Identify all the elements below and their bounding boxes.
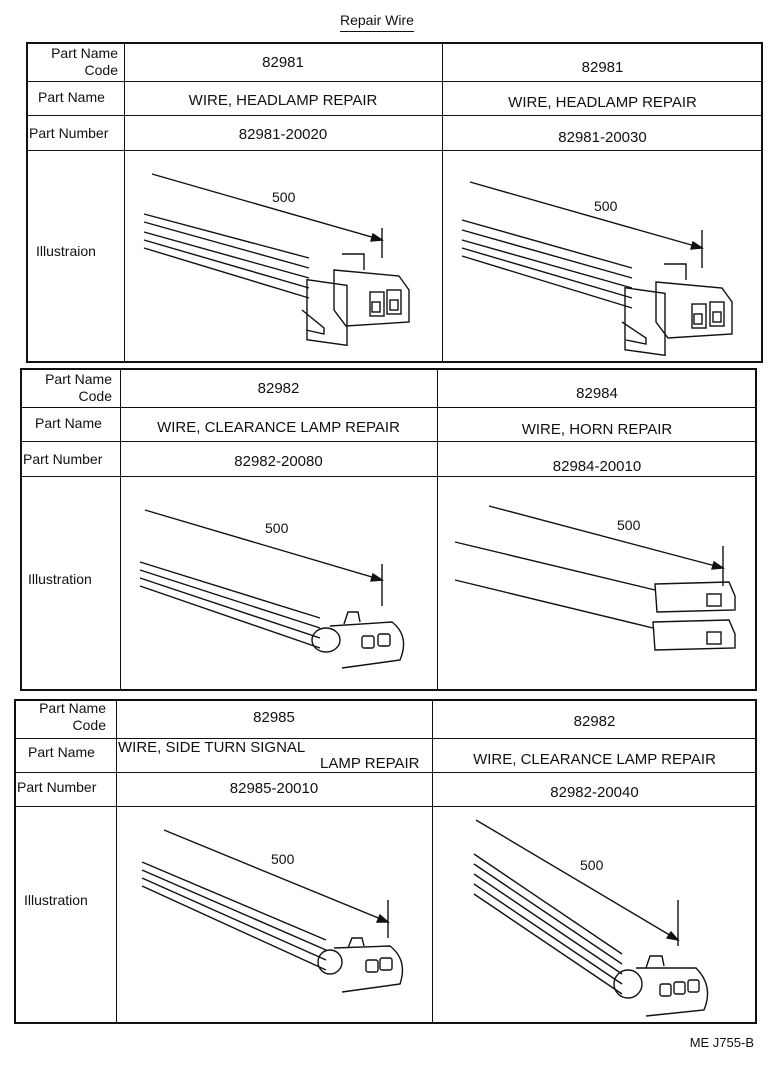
page-title: Repair Wire [340, 12, 414, 32]
part-name-line-2: LAMP REPAIR [320, 755, 420, 772]
label-part-number: Part Number [17, 779, 97, 795]
length-label: 500 [594, 198, 618, 214]
label-part-name-code: Part Name Code [51, 45, 118, 78]
part-name: WIRE, HEADLAMP REPAIR [508, 94, 697, 111]
label-illustration: Illustraion [36, 243, 96, 259]
parts-table-1 [26, 42, 763, 363]
part-name: WIRE, CLEARANCE LAMP REPAIR [473, 751, 716, 768]
part-code: 82981 [581, 59, 624, 76]
label-part-name-code: Part Name Code [39, 700, 106, 733]
label-part-name-code: Part Name Code [45, 371, 112, 404]
part-code: 82982 [257, 380, 300, 397]
length-label: 500 [271, 851, 295, 867]
wire-harness-illustration [139, 509, 405, 669]
label-part-name: Part Name [35, 415, 102, 431]
length-label: 500 [580, 857, 604, 873]
part-code: 82984 [576, 385, 618, 402]
parts-table-2 [20, 368, 757, 691]
wire-harness-illustration [461, 181, 733, 357]
label-part-number: Part Number [29, 125, 109, 141]
part-name: WIRE, HEADLAMP REPAIR [188, 92, 378, 109]
part-number: 82981-20020 [238, 126, 328, 143]
wire-harness-illustration [473, 819, 709, 1017]
document-code: ME J755-B [689, 1035, 754, 1050]
part-number: 82982-20080 [234, 453, 323, 470]
label-part-name: Part Name [38, 89, 105, 105]
parts-table-3 [14, 699, 757, 1024]
label-illustration: Illustration [24, 892, 88, 908]
length-label: 500 [617, 517, 641, 533]
length-label: 500 [265, 520, 289, 536]
part-number: 82985-20010 [229, 780, 319, 797]
part-name: WIRE, CLEARANCE LAMP REPAIR [157, 419, 400, 436]
part-code: 82981 [262, 54, 304, 71]
length-label: 500 [272, 189, 296, 205]
label-part-name: Part Name [28, 744, 95, 760]
part-name: WIRE, HORN REPAIR [521, 421, 673, 438]
part-number: 82984-20010 [552, 458, 642, 475]
part-code: 82985 [253, 709, 295, 726]
wire-harness-illustration [143, 173, 410, 347]
label-part-number: Part Number [23, 451, 103, 467]
label-illustration: Illustration [28, 571, 92, 587]
part-number: 82981-20030 [558, 129, 647, 146]
part-code: 82982 [573, 713, 616, 730]
part-name-line-1: WIRE, SIDE TURN SIGNAL [118, 739, 306, 756]
wire-harness-illustration [141, 829, 404, 993]
wire-harness-illustration [454, 505, 736, 651]
part-number: 82982-20040 [550, 784, 639, 801]
